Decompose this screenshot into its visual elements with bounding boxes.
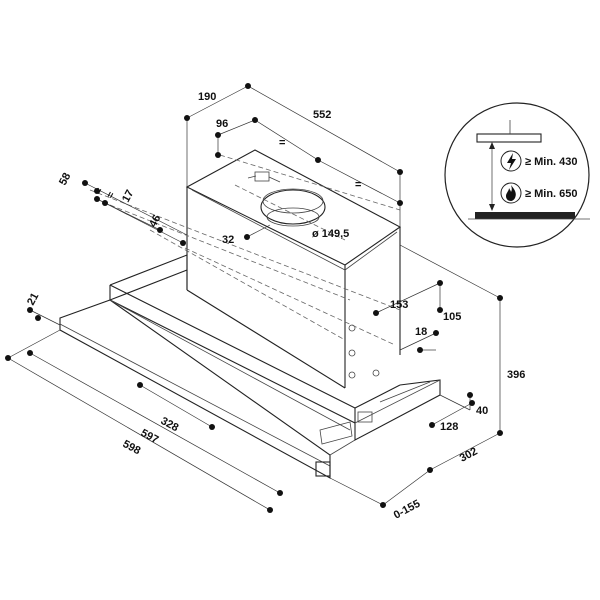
dim-128: 128 — [440, 421, 458, 433]
dim-40: 40 — [476, 405, 488, 417]
dim-18: 18 — [415, 326, 427, 338]
dim-32: 32 — [222, 234, 234, 246]
dimension-dots — [5, 83, 503, 513]
dim-17: 17 — [120, 188, 136, 204]
dim-598: 598 — [121, 438, 143, 457]
dim-eq-left-b: = — [105, 190, 118, 200]
dim-190: 190 — [198, 91, 216, 103]
dim-328: 328 — [159, 415, 181, 434]
dimension-lines — [7, 85, 501, 511]
dim-302: 302 — [458, 445, 480, 464]
dim-eq-left-a: = — [93, 186, 106, 196]
dim-396: 396 — [507, 369, 525, 381]
dim-149: ø 149,5 — [312, 228, 349, 240]
dim-eq-mid: = — [355, 179, 361, 191]
dim-eq-top: = — [279, 137, 285, 149]
lower-body — [109, 254, 441, 441]
dim-552: 552 — [313, 109, 331, 121]
installation-height-inset: ≥ Min. 430 ≥ Min. 650 — [444, 102, 590, 248]
dim-597: 597 — [139, 427, 161, 446]
air-outlet — [260, 189, 326, 225]
dim-105: 105 — [443, 311, 461, 323]
telescopic-front-panel — [59, 299, 356, 479]
dim-96: 96 — [216, 118, 228, 130]
flame-icon — [500, 182, 522, 204]
lightning-icon — [500, 150, 522, 172]
dim-0-155: 0-155 — [392, 498, 422, 522]
dim-153: 153 — [390, 299, 408, 311]
gas-min-height: ≥ Min. 650 — [525, 188, 578, 200]
dim-58: 58 — [57, 171, 73, 187]
dim-46: 46 — [147, 213, 163, 229]
electric-min-height: ≥ Min. 430 — [525, 156, 578, 168]
power-connector — [254, 171, 270, 182]
motor-housing — [185, 149, 402, 389]
dim-21: 21 — [25, 291, 41, 307]
hidden-lines — [89, 154, 401, 346]
